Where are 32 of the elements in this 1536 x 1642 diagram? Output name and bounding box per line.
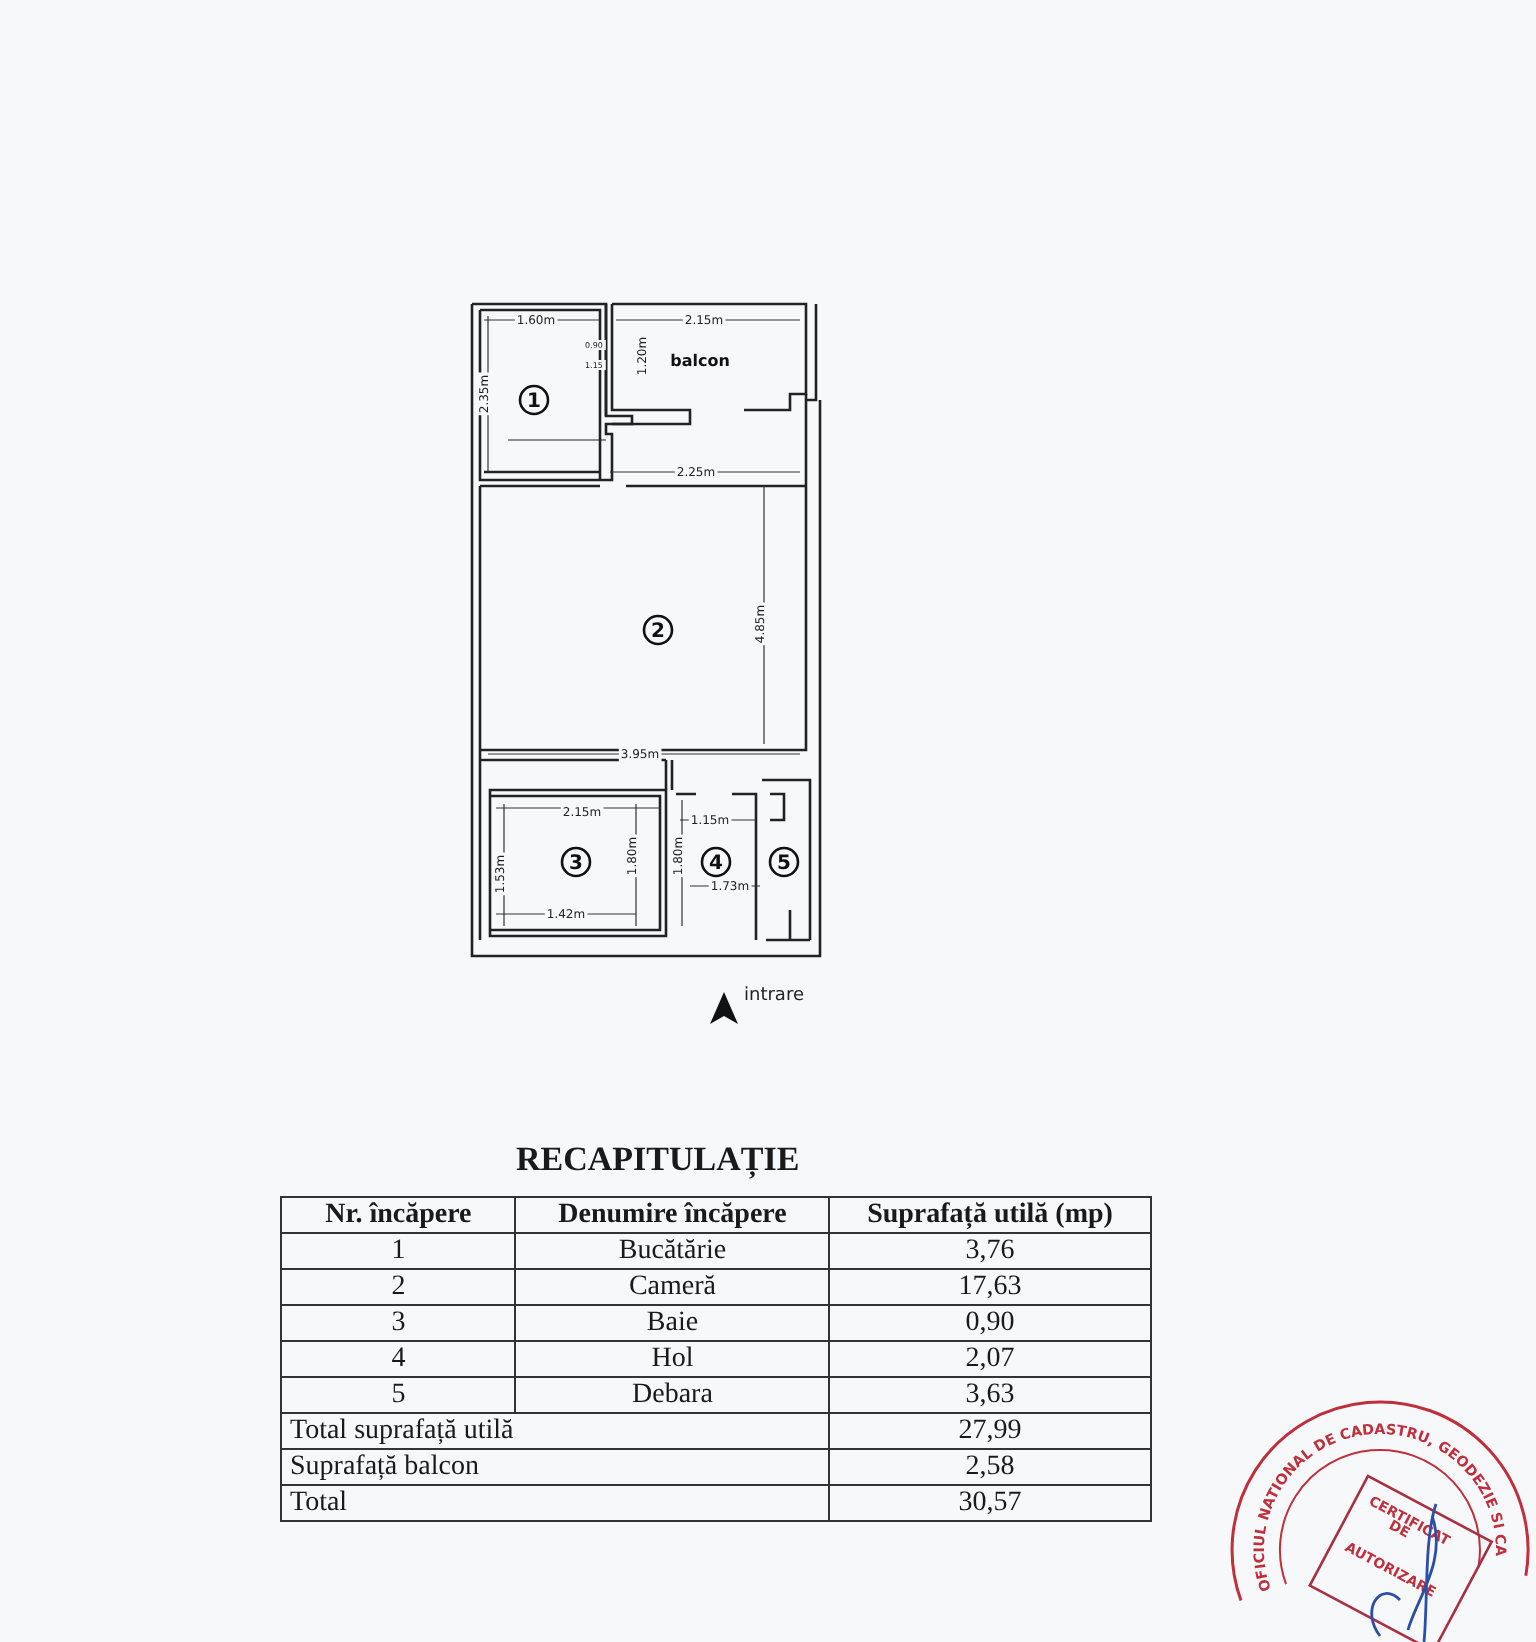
table-cell: Suprafață balcon [281,1449,830,1485]
table-cell: 3,63 [829,1377,1151,1413]
table-cell: 2 [281,1269,516,1305]
room-number: 5 [768,846,800,878]
table-cell: 30,57 [829,1485,1151,1521]
table-cell: 3 [281,1305,516,1341]
table-header: Suprafață utilă (mp) [829,1197,1151,1233]
table-header: Nr. încăpere [281,1197,516,1233]
table-cell: 2,07 [829,1341,1151,1377]
table-cell: 1 [281,1233,516,1269]
table-cell: 2,58 [829,1449,1151,1485]
table-cell: 0,90 [829,1305,1151,1341]
table-cell: Hol [515,1341,830,1377]
entrance-label: intrare [744,986,804,1006]
table-header: Denumire încăpere [515,1197,830,1233]
table-cell: 5 [281,1377,516,1413]
table-cell: 3,76 [829,1233,1151,1269]
table-cell: 27,99 [829,1413,1151,1449]
table-cell: 4 [281,1341,516,1377]
table-cell: Cameră [515,1269,830,1305]
room-number: 3 [560,846,592,878]
table-cell: Total [281,1485,830,1521]
table-title: RECAPITULAȚIE [516,1140,800,1180]
table-cell: Total suprafață utilă [281,1413,830,1449]
table-cell: Baie [515,1305,830,1341]
room-label: balcon [670,352,730,370]
room-number: 1 [518,384,550,416]
table-cell: Debara [515,1377,830,1413]
table-cell: Bucătărie [515,1233,830,1269]
room-number: 2 [642,614,674,646]
room-number: 4 [700,846,732,878]
table-cell: 17,63 [829,1269,1151,1305]
